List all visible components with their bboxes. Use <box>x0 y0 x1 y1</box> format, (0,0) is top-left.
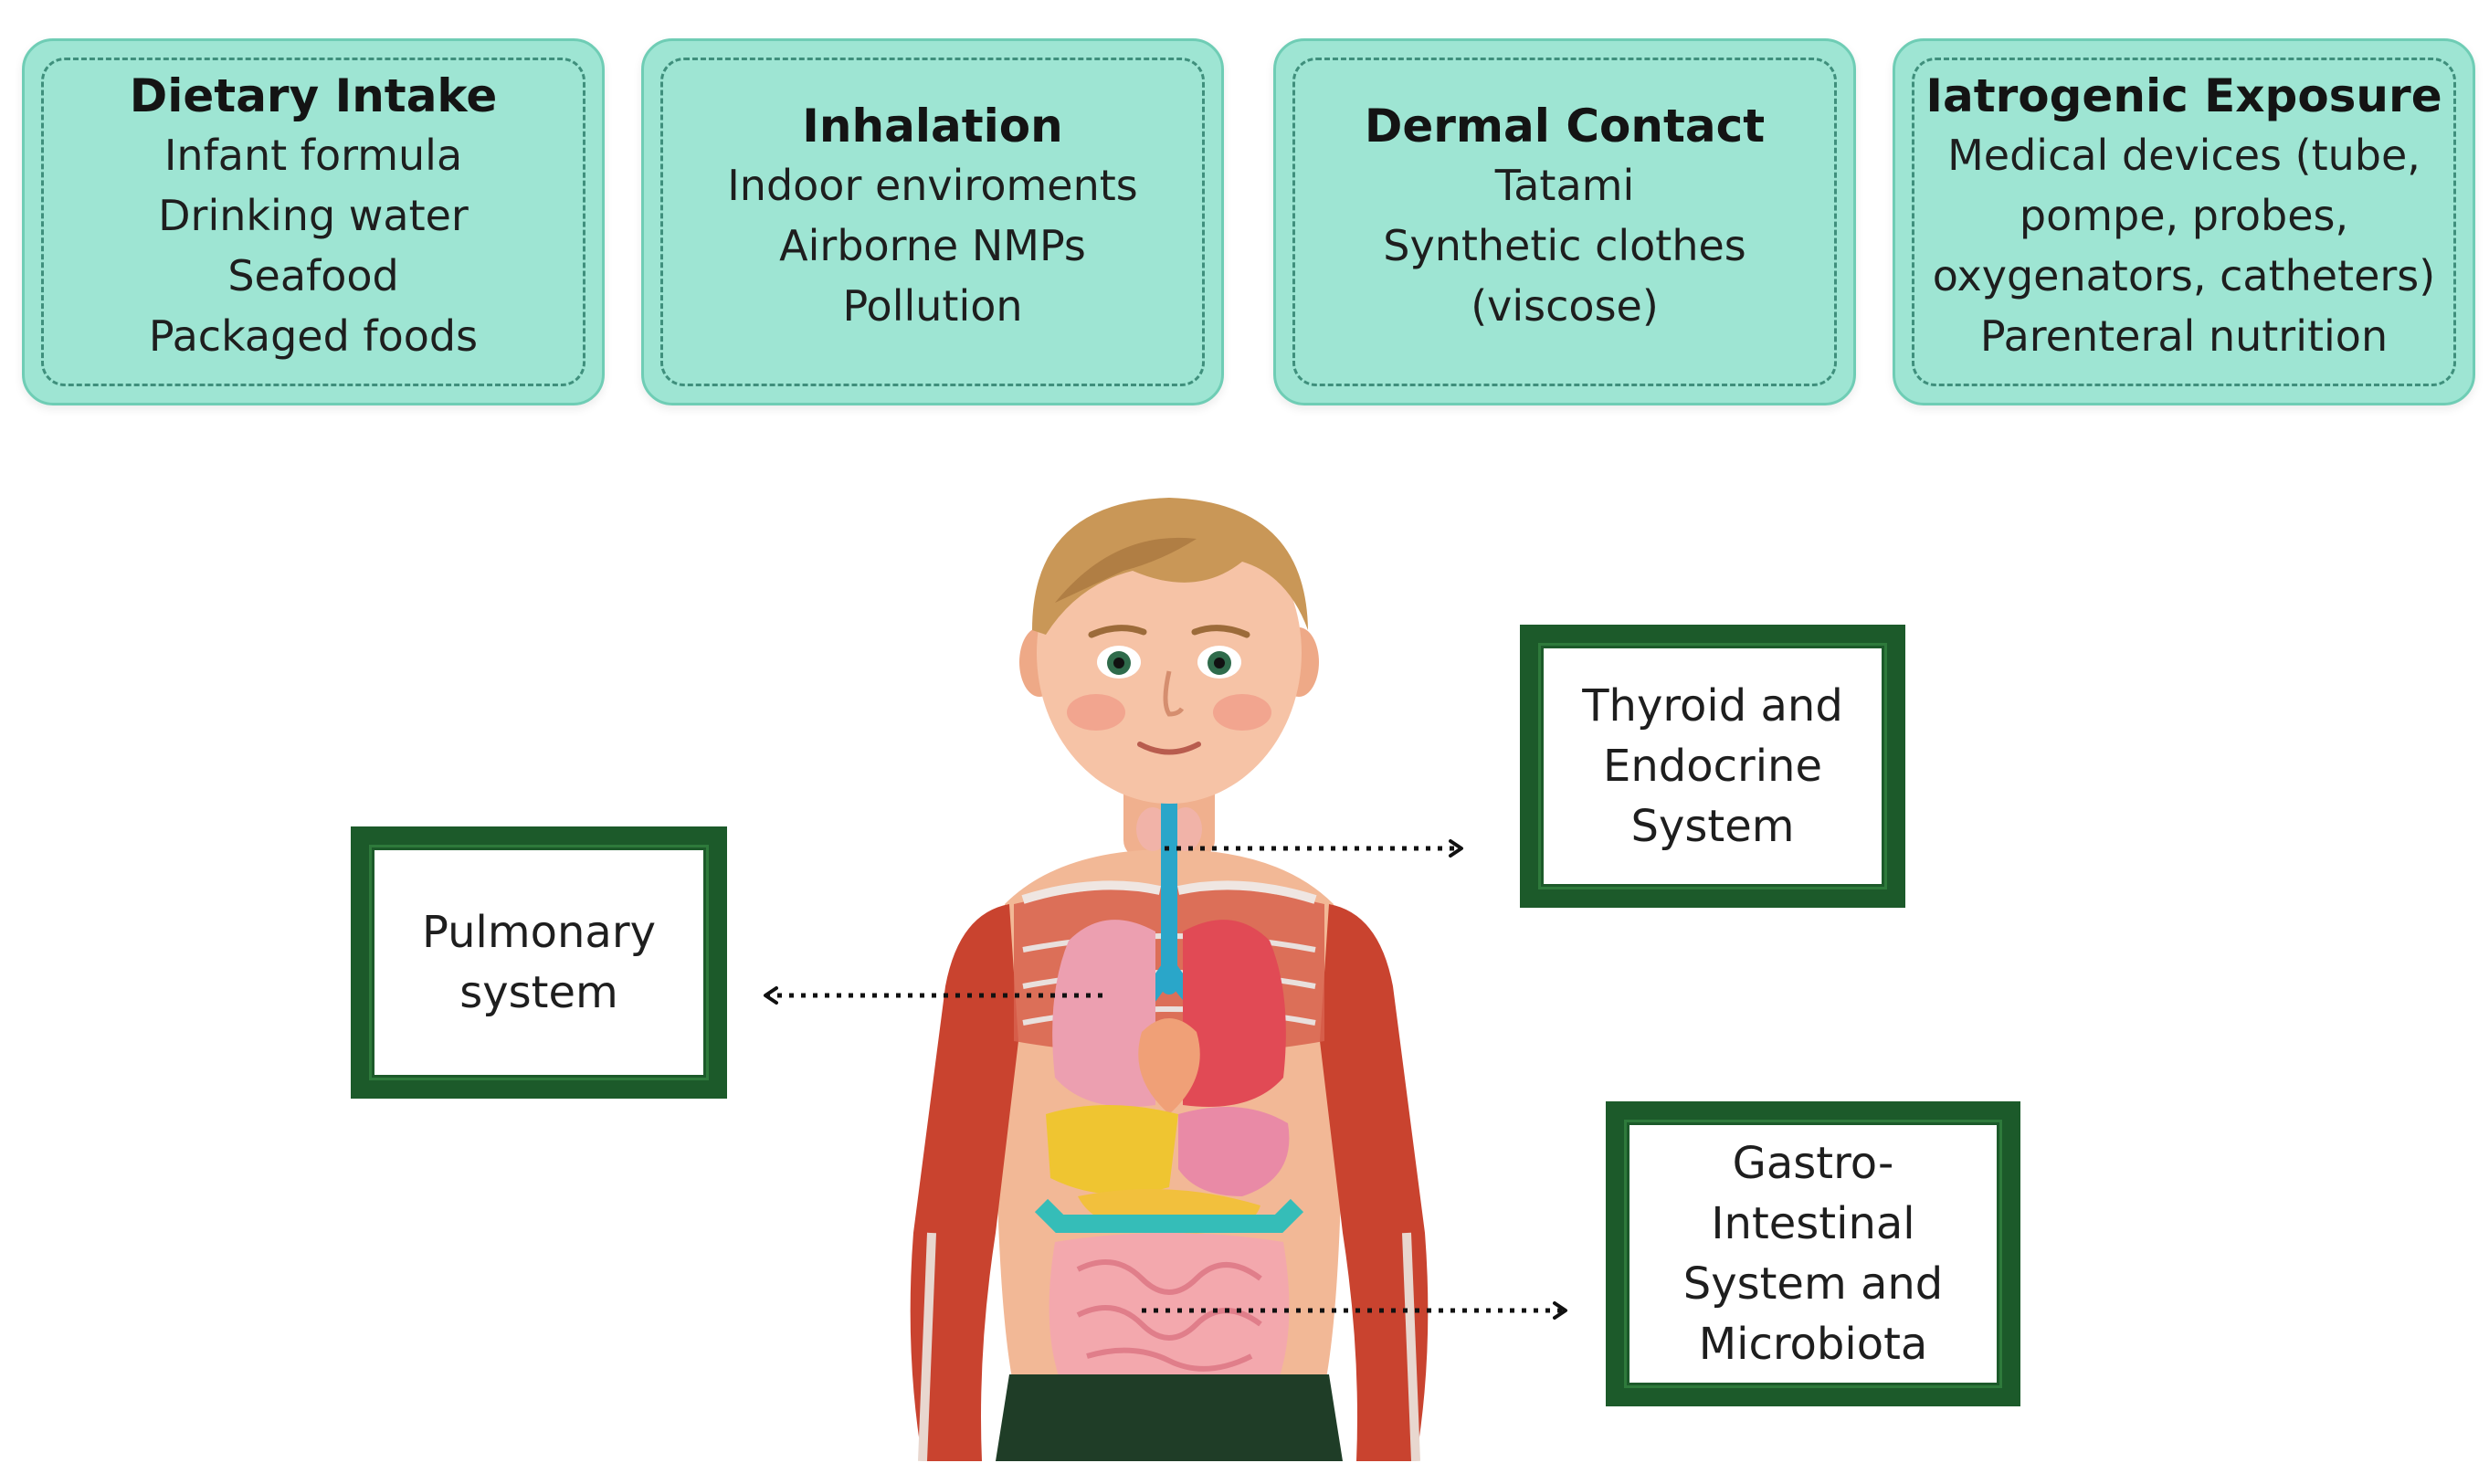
left-cheek <box>1067 694 1125 731</box>
card-item: Drinking water <box>158 191 469 240</box>
card-item: Medical devices (tube, <box>1947 131 2420 180</box>
pulmonary-system-box: Pulmonary system <box>351 826 727 1099</box>
right-pupil <box>1214 658 1225 668</box>
card-iatrogenic-exposure: Iatrogenic Exposure Medical devices (tub… <box>1893 38 2475 405</box>
card-title: Dietary Intake <box>129 69 498 122</box>
pulmonary-system-label: Pulmonary system <box>422 907 656 1018</box>
pants <box>996 1374 1343 1461</box>
card-item: Pollution <box>842 281 1023 331</box>
clavicles <box>1021 880 1317 904</box>
child-anatomy-illustration <box>910 498 1429 1461</box>
card-item: Packaged foods <box>148 311 479 361</box>
left-arm <box>910 904 1018 1461</box>
card-item: oxygenators, catheters) <box>1932 251 2436 300</box>
liver <box>1046 1105 1178 1195</box>
hair <box>1032 498 1308 635</box>
card-item: Infant formula <box>163 131 463 180</box>
card-dermal-contact: Dermal Contact Tatami Synthetic clothes … <box>1273 38 1856 405</box>
right-cheek <box>1213 694 1271 731</box>
left-lung <box>1052 920 1155 1107</box>
eyebrows <box>1088 625 1250 638</box>
card-item: Parenteral nutrition <box>1979 311 2389 361</box>
right-lung <box>1183 920 1286 1107</box>
right-arm <box>1320 904 1429 1461</box>
card-item: pompe, probes, <box>2019 191 2349 240</box>
left-forearm-detail <box>918 1232 936 1461</box>
card-title: Inhalation <box>802 100 1063 153</box>
card-title: Iatrogenic Exposure <box>1925 69 2442 122</box>
mouth <box>1137 742 1201 755</box>
card-item: Indoor enviroments <box>727 161 1138 210</box>
right-forearm-detail <box>1402 1232 1420 1461</box>
card-title: Dermal Contact <box>1364 100 1766 153</box>
nose <box>1163 670 1185 717</box>
thyroid-endocrine-label: Thyroid and Endocrine System <box>1582 680 1843 852</box>
card-item: Tatami <box>1494 161 1635 210</box>
card-item: Synthetic clothes <box>1383 221 1746 270</box>
card-item: Seafood <box>227 251 399 300</box>
card-inhalation: Inhalation Indoor enviroments Airborne N… <box>641 38 1224 405</box>
card-item: Airborne NMPs <box>779 221 1086 270</box>
hair-fringe <box>1055 537 1197 603</box>
gastrointestinal-box: Gastro- Intestinal System and Microbiota <box>1606 1101 2020 1406</box>
gastrointestinal-label: Gastro- Intestinal System and Microbiota <box>1682 1138 1944 1370</box>
thyroid-endocrine-box: Thyroid and Endocrine System <box>1520 625 1905 908</box>
card-dietary-intake: Dietary Intake Infant formula Drinking w… <box>22 38 605 405</box>
stomach <box>1178 1107 1290 1196</box>
colon <box>1034 1198 1304 1233</box>
heart <box>1138 1018 1200 1114</box>
left-pupil <box>1113 658 1124 668</box>
card-item: (viscose) <box>1471 281 1659 331</box>
